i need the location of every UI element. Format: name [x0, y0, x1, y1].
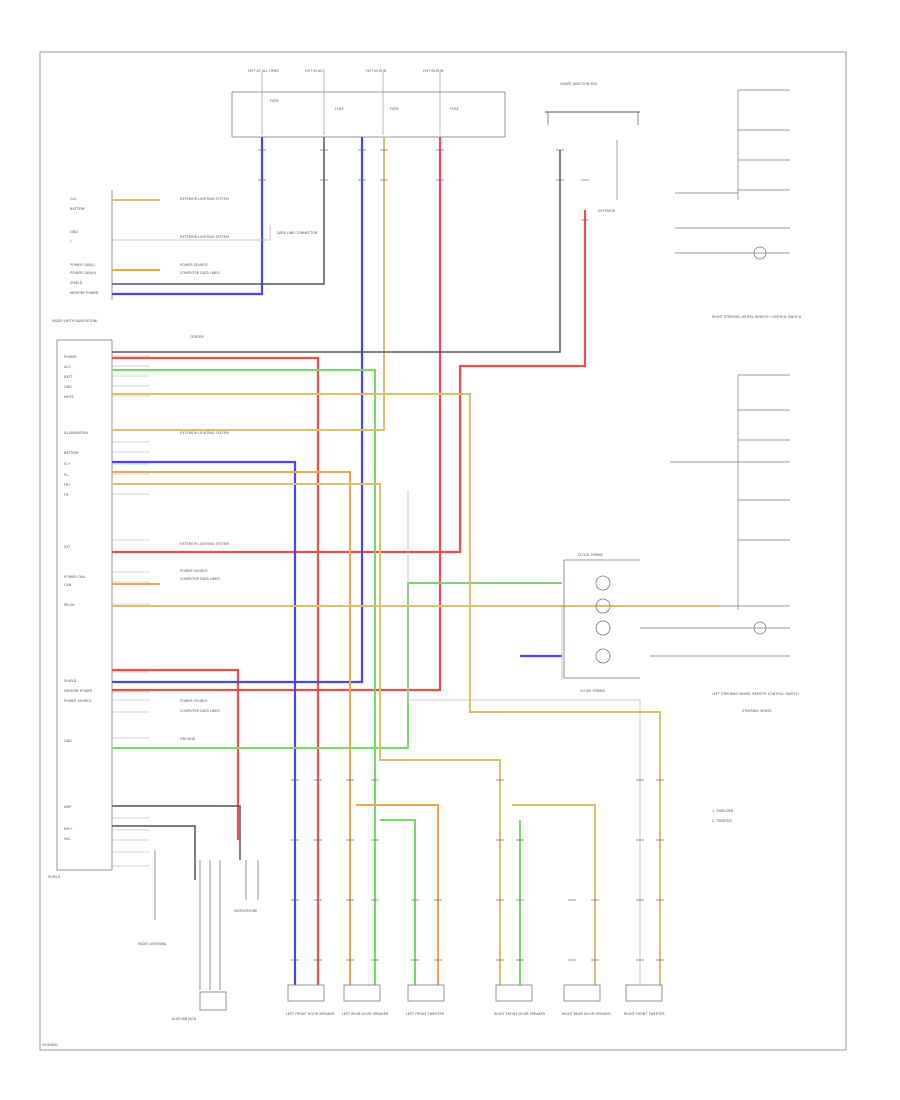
svg-text:LEFT REAR DOOR SPEAKER: LEFT REAR DOOR SPEAKER [342, 1012, 389, 1016]
fuse-note-2: FUSE [335, 107, 344, 111]
module-pin-8: FL+ [64, 462, 71, 466]
speaker-right-front-door: RIGHT FRONT DOOR SPEAKER [494, 984, 546, 1016]
module-pin-18: POWER SOURCE [64, 699, 92, 703]
upper-pin-4: L [70, 239, 72, 243]
clock-spring [563, 559, 640, 679]
speaker-left-front-tweeter: LEFT FRONT TWEETER [406, 984, 445, 1016]
module-caption: SHIELD [48, 875, 61, 879]
module-pin-2: ACC [64, 365, 72, 369]
module-note-5: POWER SOURCE [180, 699, 208, 703]
legend-item-1: 1. SHIELDED [712, 809, 734, 813]
module-note-1: EXTERIOR LIGHTING SYSTEM [180, 431, 229, 435]
fuse-note-4: FUSE [450, 107, 459, 111]
upper-pin-1: CLK [70, 197, 77, 201]
wires-dark [112, 137, 561, 880]
svg-text:LEFT FRONT DOOR SPEAKER: LEFT FRONT DOOR SPEAKER [286, 1012, 335, 1016]
module-note-4: COMPUTER DATA LINES [180, 577, 220, 581]
module-pin-7: BATTERY [64, 451, 80, 455]
upper-pin-3: GND [70, 230, 78, 234]
speaker-right-front-tweeter: RIGHT FRONT TWEETER [624, 984, 665, 1016]
speaker-left-front-door: LEFT FRONT DOOR SPEAKER [286, 984, 335, 1016]
module-pin-15: RELAY [64, 603, 76, 607]
module-pin-22: MIC- [64, 837, 72, 841]
module-note-3: POWER SOURCE [180, 569, 208, 573]
upper-pin-8: MEMORY POWER [70, 291, 99, 295]
microphone-label: MICROPHONE [234, 909, 257, 913]
module-pin-14: CAN [64, 583, 72, 587]
module-pin-10: FR+ [64, 483, 71, 487]
upper-note-1: EXTERIOR LIGHTING SYSTEM [180, 197, 229, 201]
svg-text:RIGHT FRONT DOOR SPEAKER: RIGHT FRONT DOOR SPEAKER [494, 1012, 546, 1016]
upper-pin-2: BATTERY [70, 207, 86, 211]
junction-note: EXTERIOR [598, 209, 616, 213]
module-pin-4: GND [64, 385, 72, 389]
module-note-2: EXTERIOR LIGHTING SYSTEM [180, 542, 229, 546]
svg-text:LEFT FRONT TWEETER: LEFT FRONT TWEETER [406, 1012, 445, 1016]
module-pin-17: MEMORY POWER [64, 689, 93, 693]
fuse-note-1: FUSE [270, 99, 279, 103]
connector-ticks [258, 149, 664, 961]
fuse-label-2: HOT IN ACC [305, 69, 326, 73]
module-pin-20: AMP [64, 805, 71, 809]
wires-blue [112, 137, 562, 985]
speaker-left-rear-door: LEFT REAR DOOR SPEAKER [342, 984, 389, 1016]
wires-gray [112, 225, 641, 985]
wires-red [112, 137, 587, 985]
module-pin-11: FR- [64, 493, 70, 497]
aux-jack-label: AUX/USB JACK [172, 1017, 197, 1021]
upper-pin-5: POWER CAN(L) [70, 263, 96, 267]
junction-title: SMART JUNCTION BOX [560, 82, 598, 86]
speaker-right-rear-door: RIGHT REAR DOOR SPEAKER [562, 984, 611, 1016]
fuse-label-3: HOT IN RUN [366, 69, 387, 73]
module-title: RADIO (WITH NAVIGATION) [52, 319, 98, 323]
upper-pin-6: POWER CAN(H) [70, 271, 97, 275]
switch-block-upper [675, 89, 790, 260]
radio-antenna-label: RADIO ANTENNA [138, 942, 167, 946]
module-pin-6: ILLUMINATION [64, 431, 88, 435]
smart-junction-box: SMART JUNCTION BOX EXTERIOR [545, 82, 640, 213]
upper-note-2: EXTERIOR LIGHTING SYSTEM [180, 235, 229, 239]
upper-note-5: COMPUTER DATA LINES [180, 271, 220, 275]
fuse-label-1: HOT AT ALL TIMES [248, 69, 279, 73]
bottom-left-components [154, 850, 259, 1011]
radio-module: RADIO (WITH NAVIGATION) CENTER POWER ACC… [48, 319, 229, 879]
switch-title-upper: RIGHT STEERING WHEEL REMOTE CONTROL SWIT… [712, 315, 802, 319]
svg-text:RIGHT REAR DOOR SPEAKER: RIGHT REAR DOOR SPEAKER [562, 1012, 611, 1016]
upper-note-3: DATA LINK CONNECTOR [277, 231, 318, 235]
legend-item-2: 2. TWISTED [712, 819, 732, 823]
wires-tan [112, 137, 720, 985]
fuse-note-3: FUSE [390, 107, 399, 111]
svg-text:RIGHT FRONT TWEETER: RIGHT FRONT TWEETER [624, 1012, 665, 1016]
module-pin-13: POWER CAN [64, 575, 85, 579]
fuse-block-top: HOT AT ALL TIMES HOT IN ACC HOT IN RUN H… [231, 69, 506, 138]
clock-spring-label: CLOCK SPRING [578, 553, 604, 557]
module-pin-21: MIC+ [64, 827, 73, 831]
module-pin-12: EXT [64, 545, 71, 549]
wires-orange [112, 269, 439, 985]
left-upper-pinlist: CLK BATTERY GND L POWER CAN(L) POWER CAN… [70, 190, 318, 300]
clock-spring-caption: CLOCK SPRING [580, 689, 606, 693]
upper-pin-7: SHIELD [70, 281, 83, 285]
module-note-7: COMPUTER DATA LINES [180, 709, 220, 713]
module-pin-19: GND [64, 739, 72, 743]
switch-block-lower [640, 374, 790, 657]
steering-wheel-label: STEERING WHEEL [742, 709, 772, 713]
fuse-label-4: HOT IN RUN [423, 69, 444, 73]
module-pin-5: MUTE [64, 395, 74, 399]
switch-title-lower: LEFT STEERING WHEEL REMOTE CONTROL SWITC… [712, 692, 799, 696]
upper-note-4: POWER SOURCE [180, 263, 208, 267]
diagram-frame [39, 51, 847, 1051]
module-pin-9: FL- [64, 473, 70, 477]
module-connector: CENTER [190, 335, 204, 339]
module-pin-16: SHIELD [64, 679, 77, 683]
module-pin-1: POWER [64, 355, 77, 359]
module-pin-3: BATT [64, 375, 73, 379]
footer-label: HYUNDAI [42, 1043, 58, 1047]
module-note-6: GROUND [180, 737, 196, 741]
